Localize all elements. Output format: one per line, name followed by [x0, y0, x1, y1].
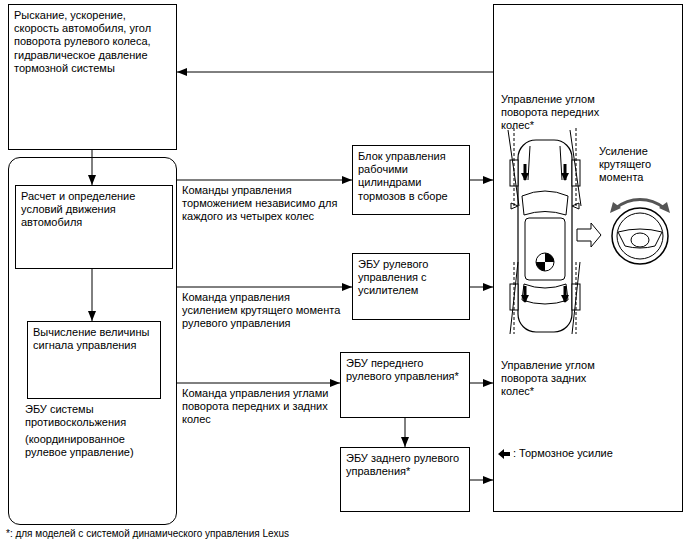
- node-text: Управление углом поворота передних колес…: [501, 93, 621, 133]
- ecu-box: ЭБУ переднего рулевого управления*: [340, 352, 470, 418]
- brake-force-arrow: [498, 449, 510, 459]
- node-text: Расчет и определение условий движения ав…: [16, 186, 172, 234]
- edge-label: Команда управления усилением крутящего м…: [182, 291, 342, 331]
- connector: [470, 383, 493, 384]
- connector: [177, 383, 340, 384]
- legend-item: : Тормозное усилие: [497, 447, 613, 460]
- node-text: Блок управления рабочими цилиндрами торм…: [353, 146, 469, 207]
- node-text: Усиление крутящего момента: [599, 145, 681, 185]
- connector: [92, 269, 93, 321]
- connector: [470, 480, 493, 481]
- node-text: ЭБУ системы противоскольжения: [25, 403, 155, 429]
- node-text: ЭБУ рулевого управления с усилителем: [353, 254, 469, 302]
- process-box: Расчет и определение условий движения ав…: [15, 185, 173, 269]
- connector: [405, 418, 406, 447]
- ecu-container: ЭБУ системы противоскольжения (координиро…: [8, 157, 177, 525]
- node-text: Рыскание, ускорение, скорость автомобиля…: [9, 5, 176, 79]
- ecu-box: ЭБУ заднего рулевого управления*: [340, 447, 470, 512]
- edge-label: Команда управления углами поворота перед…: [182, 387, 337, 427]
- node-text: Вычисление величины сигнала управления: [28, 322, 160, 356]
- actuator-box: Блок управления рабочими цилиндрами торм…: [352, 145, 470, 215]
- node-text: ЭБУ заднего рулевого управления*: [341, 448, 469, 482]
- footnote: *: для моделей с системой динамического …: [6, 528, 289, 540]
- connector: [470, 180, 493, 181]
- connector: [177, 72, 493, 73]
- legend-text: : Тормозное усилие: [513, 447, 613, 460]
- vehicle-panel: Управление углом поворота передних колес…: [493, 4, 683, 512]
- connector: [177, 180, 352, 181]
- process-box: Вычисление величины сигнала управления: [27, 321, 161, 399]
- node-text: Управление углом поворота задних колес*: [501, 359, 621, 399]
- connector: [92, 150, 93, 185]
- edge-label: Команды управления торможением независим…: [182, 184, 347, 224]
- brake-force-arrow-sample: [497, 448, 511, 460]
- connector: [177, 287, 352, 288]
- connector: [470, 287, 493, 288]
- node-text: (координированное рулевое управление): [25, 433, 165, 459]
- node-text: ЭБУ переднего рулевого управления*: [341, 353, 469, 387]
- ecu-box: ЭБУ рулевого управления с усилителем: [352, 253, 470, 320]
- sensor-input-box: Рыскание, ускорение, скорость автомобиля…: [8, 4, 177, 150]
